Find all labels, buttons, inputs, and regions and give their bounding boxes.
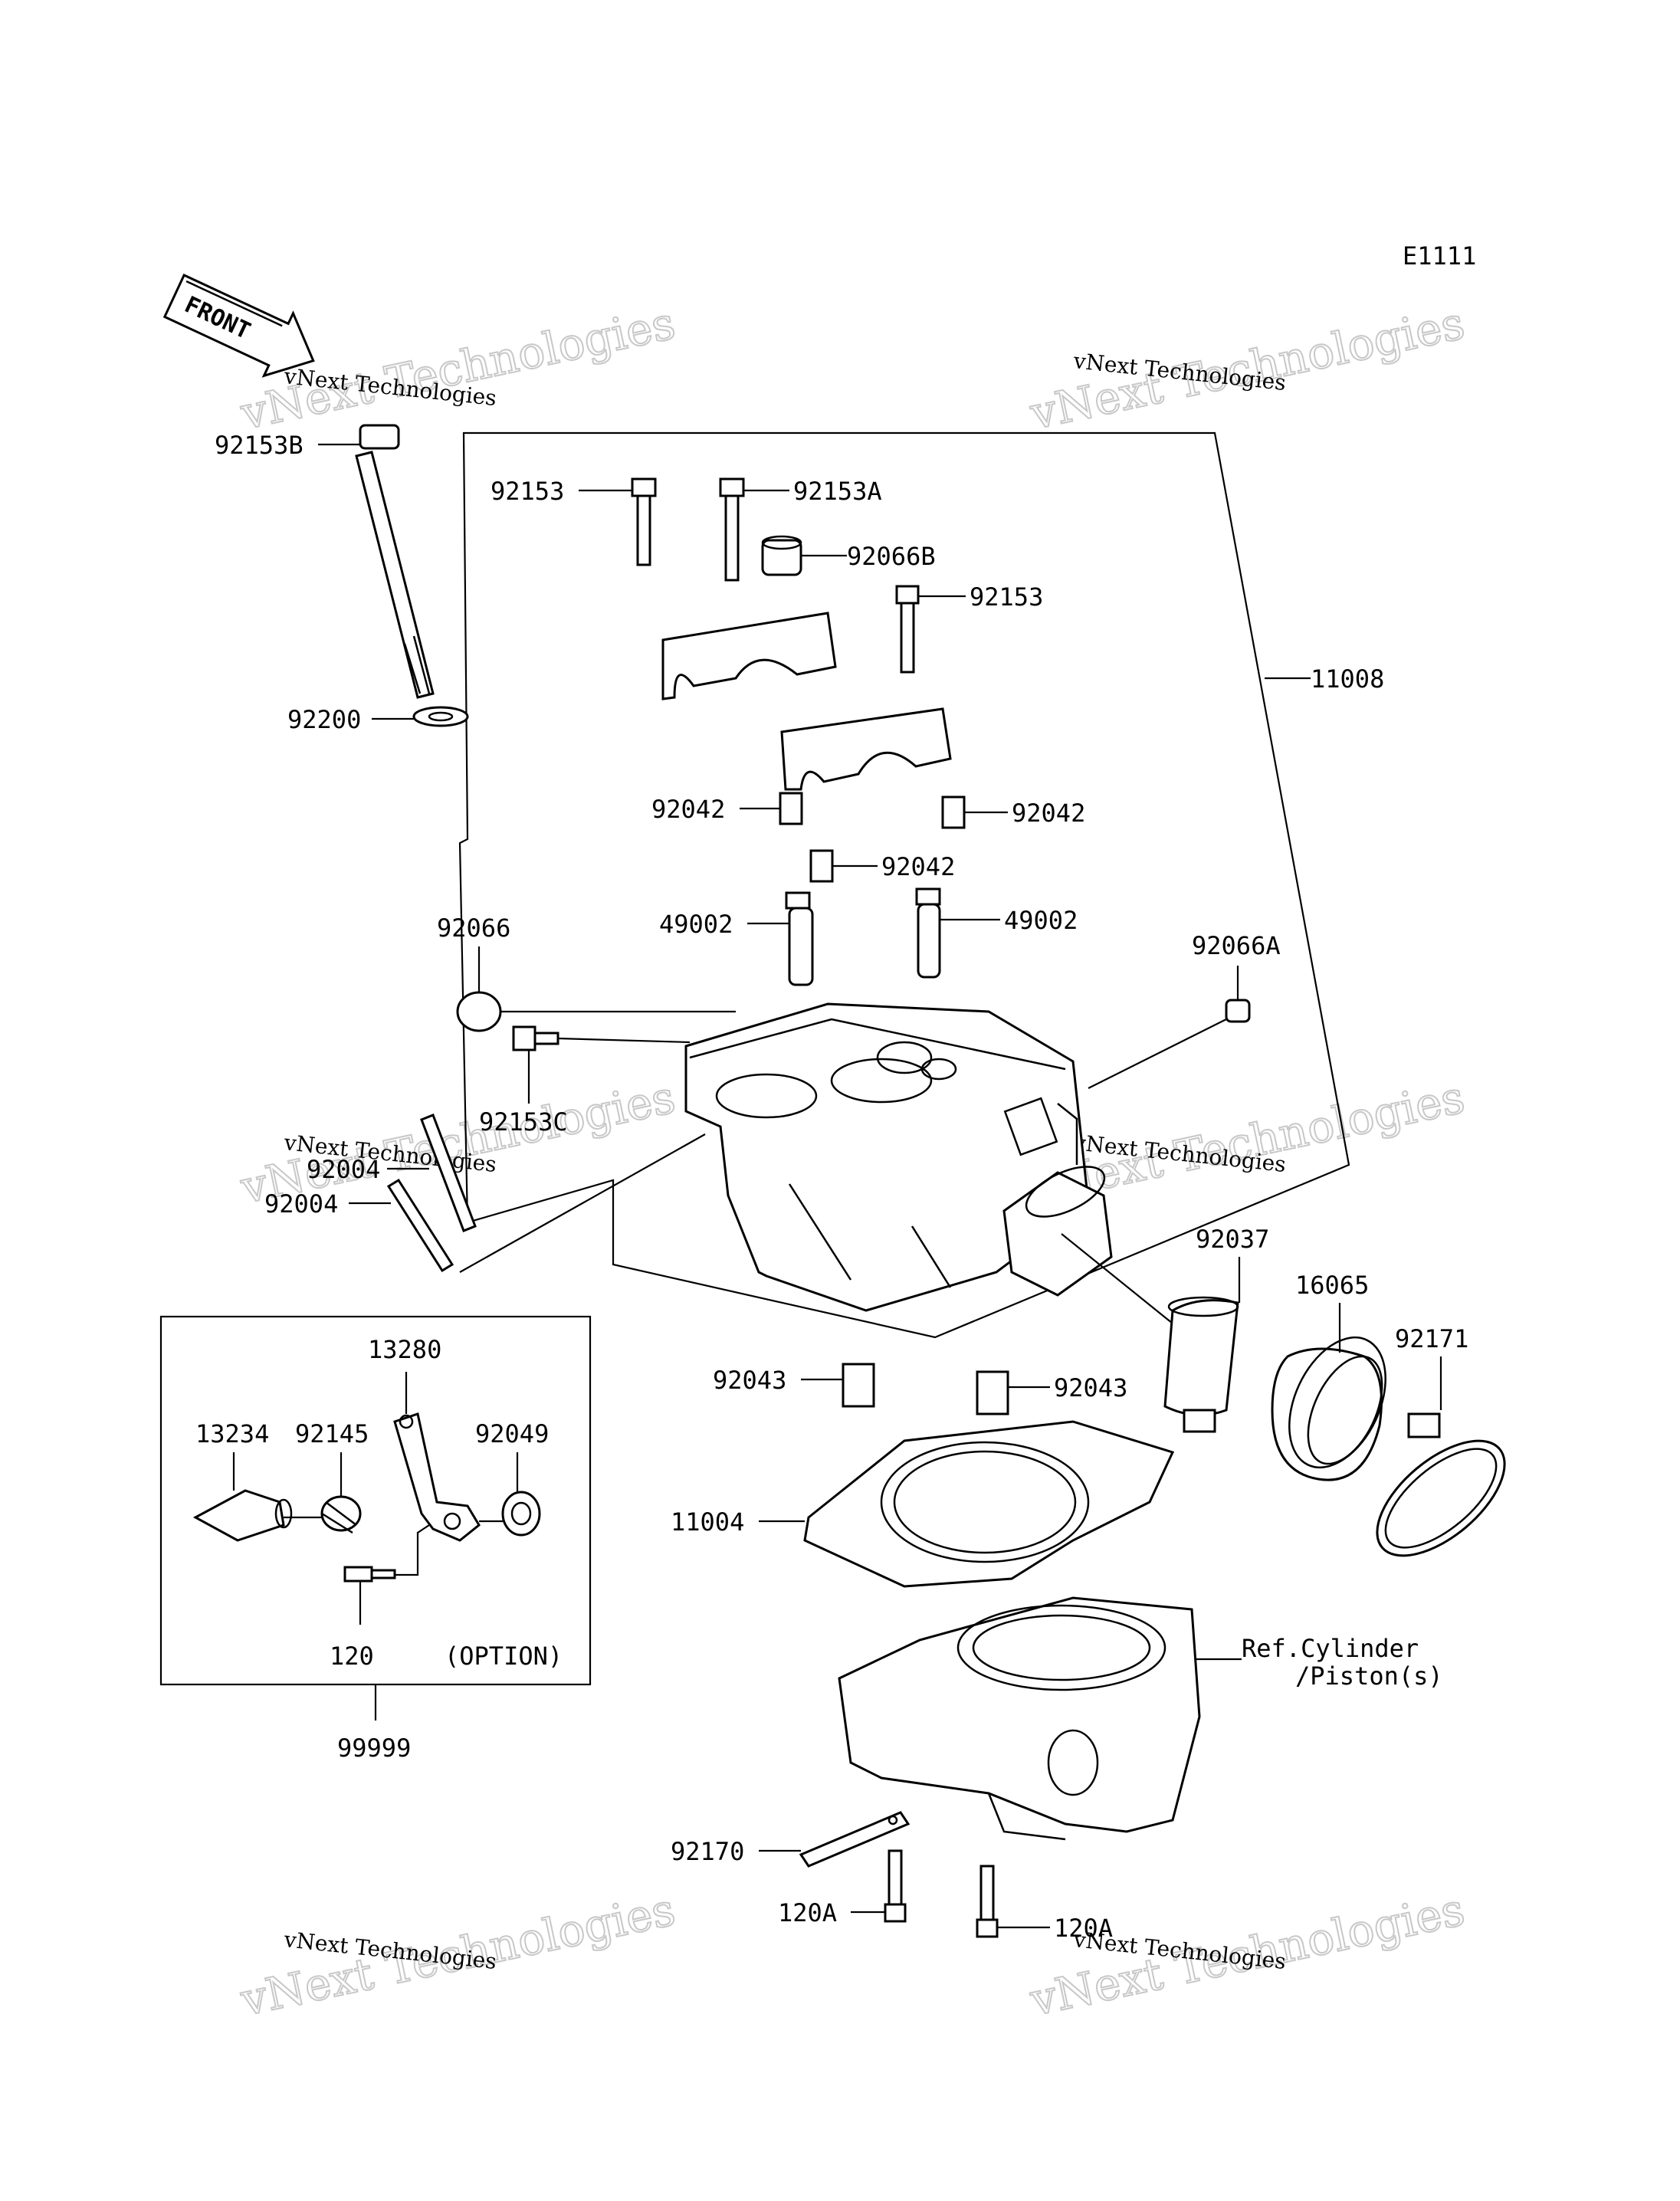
label-99999: 99999: [337, 1734, 411, 1763]
dowel-92043-right: [976, 1370, 1009, 1415]
label-92145: 92145: [295, 1419, 369, 1448]
watermark: vNext Technologies vNext Technologies: [1025, 1882, 1470, 2027]
bolt-92153-right: [895, 585, 920, 674]
stud-92004-a: [420, 1114, 477, 1232]
bolt-92153C: [512, 1025, 559, 1051]
cap-92066B: [761, 535, 802, 576]
dowel-92042-right: [941, 795, 966, 829]
cylinder-head: [684, 1002, 1090, 1312]
holder-16065: [1271, 1336, 1386, 1481]
label-120: 120: [330, 1642, 374, 1671]
label-92037: 92037: [1196, 1225, 1269, 1254]
label-92043-left: 92043: [713, 1366, 786, 1395]
label-92153-right: 92153: [970, 582, 1043, 612]
label-92043-right: 92043: [1054, 1373, 1127, 1402]
label-120A-right: 120A: [1054, 1914, 1113, 1943]
intake-port: [1002, 1166, 1113, 1297]
bolt-92153A: [719, 477, 745, 582]
label-13234: 13234: [195, 1419, 269, 1448]
label-49002-left: 49002: [659, 910, 733, 939]
dowel-92042-mid: [809, 849, 834, 883]
label-92171: 92171: [1395, 1324, 1468, 1353]
label-92200: 92200: [287, 705, 361, 734]
watermark: vNext Technologies vNext Technologies: [235, 1882, 681, 2027]
lever-13280: [393, 1412, 481, 1542]
label-92004-b: 92004: [264, 1189, 338, 1219]
dowel-92042-left: [779, 792, 803, 825]
assembly-11008-outline: [458, 431, 1350, 1339]
seal-92049: [501, 1491, 541, 1537]
label-92153B: 92153B: [215, 431, 304, 460]
label-92042-right: 92042: [1012, 799, 1085, 828]
label-92153A: 92153A: [793, 477, 882, 506]
label-92042-mid: 92042: [881, 852, 955, 881]
label-16065: 16065: [1295, 1271, 1369, 1300]
label-49002-right: 49002: [1004, 906, 1078, 935]
clamp-92171: [1376, 1412, 1506, 1557]
diagram-code: E1111: [1403, 241, 1476, 271]
camshaft-cap-right: [780, 707, 952, 791]
watermark: vNext Technologies vNext Technologies: [1025, 296, 1470, 441]
label-11008: 11008: [1311, 664, 1384, 694]
label-92066B: 92066B: [847, 542, 936, 571]
label-120A-left: 120A: [778, 1898, 837, 1927]
label-92153C: 92153C: [479, 1107, 568, 1137]
bolt-120A-left: [884, 1849, 907, 1923]
plug-92066: [456, 991, 502, 1032]
bolt-92153-top: [631, 477, 657, 566]
watermark: vNext Technologies vNext Technologies: [235, 296, 681, 441]
label-92049: 92049: [475, 1419, 549, 1448]
label-92042-left: 92042: [651, 795, 725, 824]
ring-92037: [1163, 1296, 1239, 1433]
bolt-120A-right: [976, 1865, 999, 1938]
stud-92004-b: [386, 1178, 454, 1273]
part-13234: [192, 1489, 293, 1542]
dowel-92043-left: [842, 1363, 875, 1408]
plate-92170: [799, 1811, 911, 1868]
gasket-11004: [803, 1420, 1175, 1588]
camshaft-cap-left: [661, 612, 837, 700]
label-piston: /Piston(s): [1295, 1661, 1443, 1691]
label-92066: 92066: [437, 914, 510, 943]
guide-49002-left: [785, 891, 814, 986]
label-92004-a: 92004: [307, 1155, 380, 1184]
guide-49002-right: [915, 887, 941, 979]
label-13280: 13280: [368, 1335, 441, 1364]
bolt-120: [343, 1566, 396, 1583]
cap-92066A: [1225, 999, 1251, 1023]
label-92170: 92170: [671, 1837, 744, 1866]
washer-92200: [412, 706, 469, 727]
spring-92145: [320, 1495, 362, 1534]
cylinder: [838, 1596, 1201, 1841]
label-11004: 11004: [671, 1507, 744, 1537]
label-92066A: 92066A: [1192, 931, 1281, 960]
option-label: (OPTION): [445, 1642, 563, 1671]
label-ref-cylinder: Ref.Cylinder: [1242, 1634, 1419, 1663]
label-92153-top: 92153: [491, 477, 564, 506]
bolt-92153B: [355, 424, 435, 699]
